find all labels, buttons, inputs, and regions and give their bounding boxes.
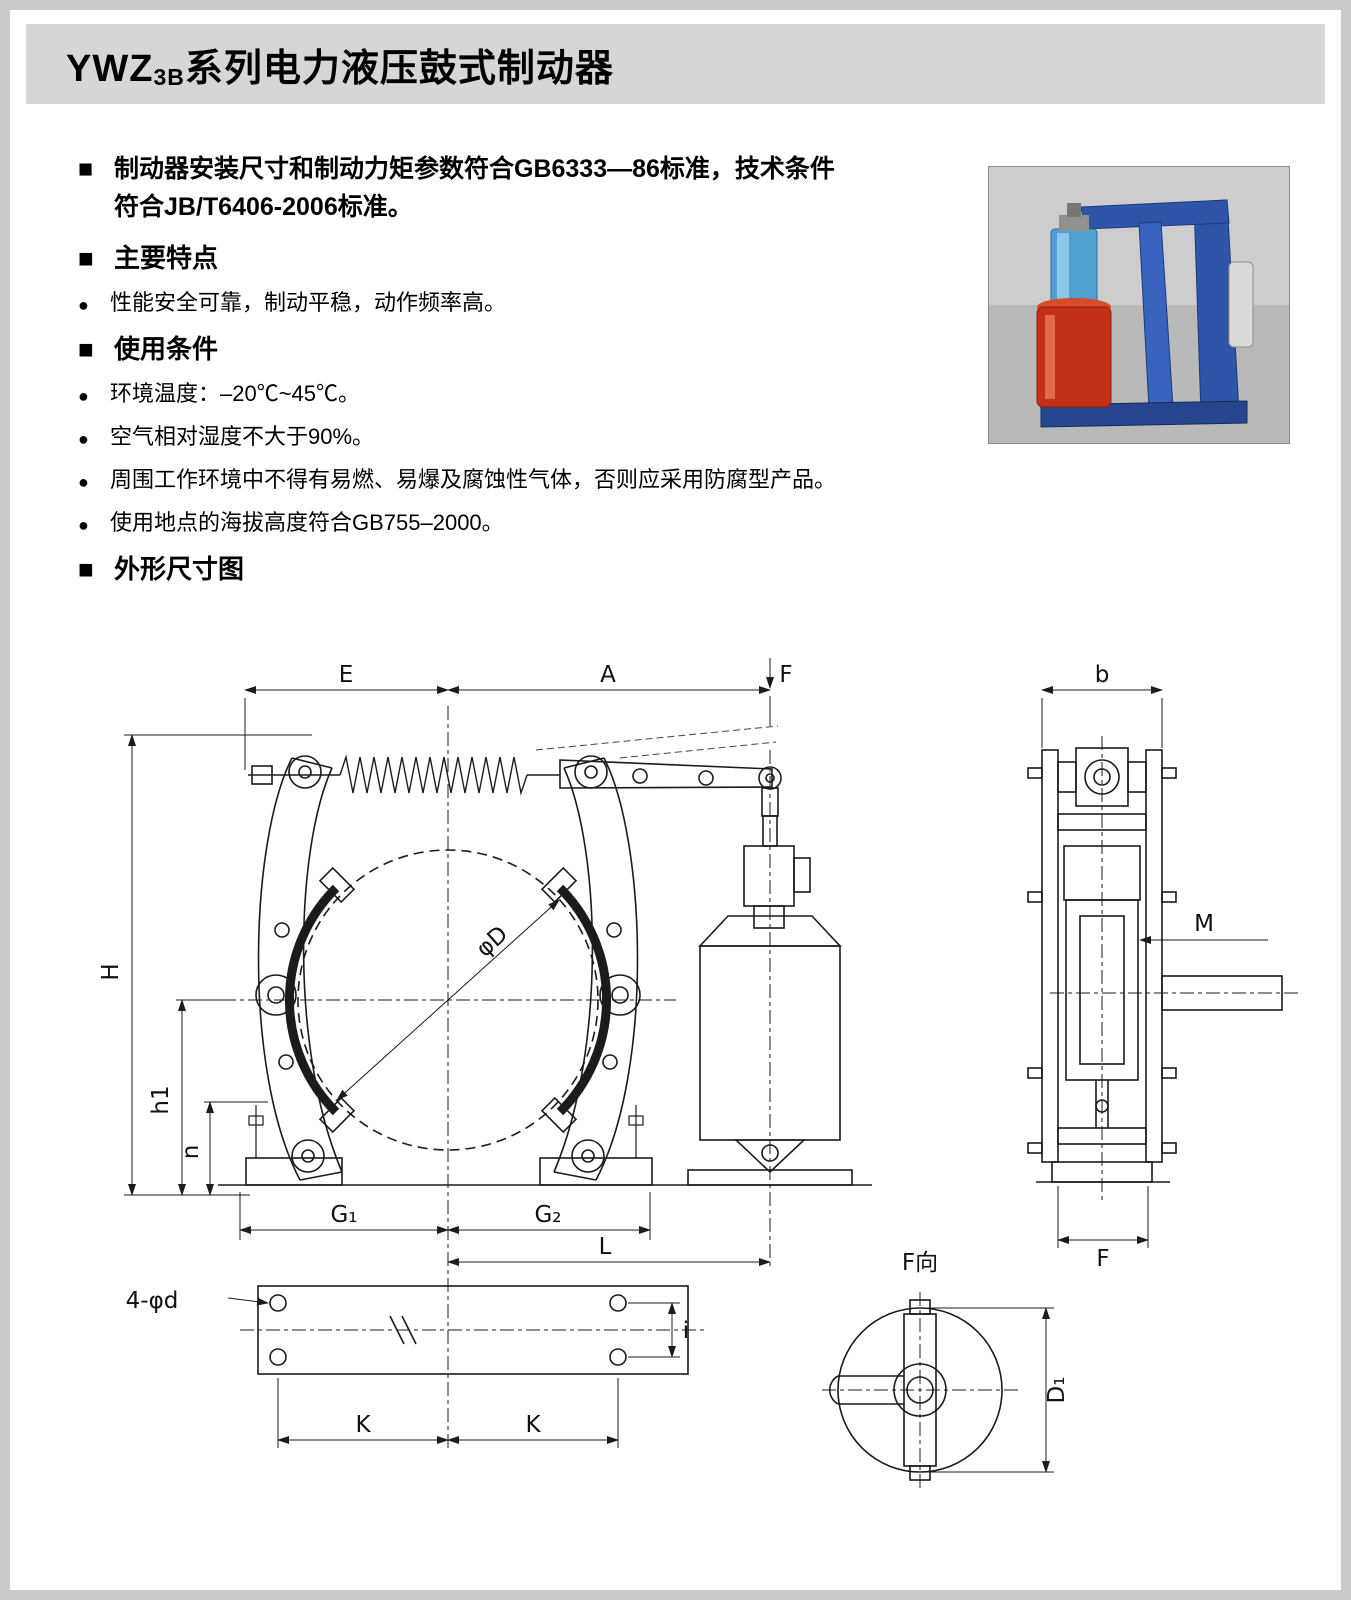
- circle-bullet-icon: ●: [78, 472, 89, 492]
- square-bullet-icon: ■: [78, 334, 94, 364]
- title-suffix: 系列电力液压鼓式制动器: [184, 47, 614, 90]
- main-spring: [248, 754, 560, 796]
- view-label-F: F向: [902, 1250, 938, 1276]
- brake-shoe-pad: [1228, 261, 1254, 348]
- conditions-heading: ■ 使用条件: [78, 333, 978, 365]
- condition-item: ● 周围工作环境中不得有易燃、易爆及腐蚀性气体，否则应采用防腐型产品。: [78, 466, 978, 494]
- intro-line-2: 符合JB/T6406-2006标准。: [114, 193, 413, 221]
- dim-label-i: i: [683, 1318, 689, 1344]
- left-brake-arm: [255, 755, 343, 1181]
- dim-label-holes: 4-φd: [126, 1288, 179, 1314]
- thruster-tank: [1036, 306, 1112, 408]
- dim-label-phiD: φD: [471, 921, 513, 962]
- front-view: [218, 725, 872, 1186]
- dim-label-K-right: K: [525, 1412, 541, 1438]
- dimensions-heading: ■ 外形尺寸图: [78, 553, 978, 585]
- circle-bullet-icon: ●: [78, 429, 89, 449]
- dim-label-E: E: [339, 662, 354, 688]
- dimension-labels: E A F b H h1 n G₁ G₂ L K K i 4-φd φD M F…: [98, 662, 1214, 1438]
- circle-bullet-icon: ●: [78, 515, 89, 535]
- title-subscript: 3B: [153, 63, 185, 90]
- condition-item-text: 使用地点的海拔高度符合GB755–2000。: [110, 510, 504, 535]
- right-brake-arm: [553, 755, 641, 1181]
- features-heading: ■ 主要特点: [78, 242, 978, 274]
- page-title: YWZ3B系列电力液压鼓式制动器: [66, 37, 614, 92]
- dim-label-L: L: [599, 1234, 612, 1260]
- dim-label-K-left: K: [355, 1412, 371, 1438]
- dim-label-F-side: F: [1096, 1246, 1109, 1272]
- product-photo: [988, 166, 1290, 444]
- dim-label-n: n: [178, 1145, 204, 1160]
- header-bar: YWZ3B系列电力液压鼓式制动器: [26, 24, 1325, 104]
- content-column: ■ 制动器安装尺寸和制动力矩参数符合GB6333—86标准，技术条件 符合JB/…: [78, 150, 978, 585]
- dimensions-heading-text: 外形尺寸图: [114, 554, 245, 584]
- dim-label-A: A: [600, 662, 616, 688]
- dim-label-F-top: F: [779, 662, 792, 688]
- center-lines: [222, 706, 1300, 1488]
- anchor-bolts: [248, 1105, 644, 1158]
- features-heading-text: 主要特点: [114, 243, 219, 273]
- dim-label-h1: h1: [148, 1085, 174, 1114]
- feature-item: ● 性能安全可靠，制动平稳，动作频率高。: [78, 289, 978, 317]
- title-prefix: YWZ: [66, 47, 154, 90]
- side-view: [1027, 747, 1283, 1183]
- condition-item-text: 空气相对湿度不大于90%。: [110, 424, 375, 449]
- dim-label-D1: D₁: [1044, 1377, 1070, 1404]
- feature-item-text: 性能安全可靠，制动平稳，动作频率高。: [110, 290, 507, 315]
- dim-label-H: H: [98, 963, 124, 980]
- dim-label-M: M: [1194, 911, 1214, 937]
- square-bullet-icon: ■: [78, 243, 94, 273]
- condition-item: ● 使用地点的海拔高度符合GB755–2000。: [78, 509, 978, 537]
- product-photo-illustration: [989, 167, 1289, 443]
- intro-line-1: 制动器安装尺寸和制动力矩参数符合GB6333—86标准，技术条件: [114, 155, 835, 183]
- dim-label-G1: G₁: [330, 1202, 357, 1228]
- release-lever: [535, 725, 782, 790]
- dimension-drawing: E A F b H h1 n G₁ G₂ L K K i 4-φd φD M F…: [0, 600, 1351, 1600]
- left-brake-shoe: [284, 884, 340, 1116]
- square-bullet-icon: ■: [78, 554, 94, 584]
- condition-item-text: 周围工作环境中不得有易燃、易爆及腐蚀性气体，否则应采用防腐型产品。: [110, 467, 837, 492]
- condition-item: ● 空气相对湿度不大于90%。: [78, 423, 978, 451]
- dim-label-G2: G₂: [534, 1202, 561, 1228]
- square-bullet-icon: ■: [78, 155, 94, 183]
- circle-bullet-icon: ●: [78, 386, 89, 406]
- condition-item-text: 环境温度：–20℃~45℃。: [110, 381, 361, 406]
- dim-label-b: b: [1095, 662, 1110, 688]
- circle-bullet-icon: ●: [78, 295, 89, 315]
- intro-paragraph: ■ 制动器安装尺寸和制动力矩参数符合GB6333—86标准，技术条件 符合JB/…: [78, 150, 978, 226]
- dimension-lines: [124, 658, 1268, 1473]
- condition-item: ● 环境温度：–20℃~45℃。: [78, 380, 978, 408]
- conditions-heading-text: 使用条件: [114, 334, 219, 364]
